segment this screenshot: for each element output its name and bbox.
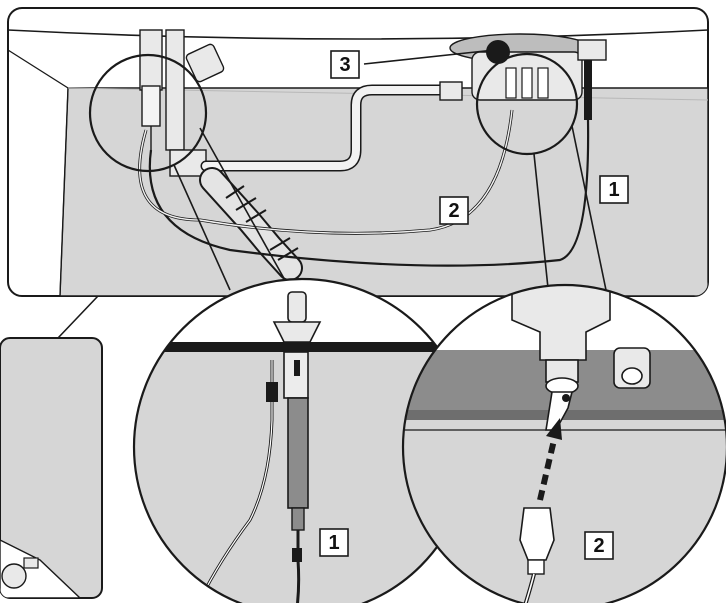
valve-terminal xyxy=(511,285,651,431)
inset-panel xyxy=(0,337,103,599)
detail-marker-left xyxy=(88,53,208,173)
wire-1 xyxy=(148,119,590,267)
burner-block xyxy=(449,33,607,120)
detail-marker-right xyxy=(475,52,579,156)
callout-main-1: 1 xyxy=(599,175,629,204)
svg-text:2: 2 xyxy=(593,535,604,557)
detail-leader-lines xyxy=(57,125,607,339)
svg-text:1: 1 xyxy=(328,532,339,554)
svg-text:3: 3 xyxy=(339,54,350,76)
callout-leader-3 xyxy=(363,49,495,65)
callout-detail-left-1: 1 xyxy=(319,528,349,557)
svg-text:2: 2 xyxy=(448,200,459,222)
main-view: 3 2 1 xyxy=(7,7,709,297)
igniter-electrode xyxy=(272,291,322,531)
callout-detail-right-2: 2 xyxy=(584,531,614,560)
spade-connector xyxy=(519,507,555,603)
connect-arrow xyxy=(537,418,562,501)
callout-main-2: 2 xyxy=(439,196,469,225)
svg-text:1: 1 xyxy=(608,179,619,201)
callout-main-3: 3 xyxy=(330,50,360,79)
detail-right-circle: 2 xyxy=(401,283,726,603)
